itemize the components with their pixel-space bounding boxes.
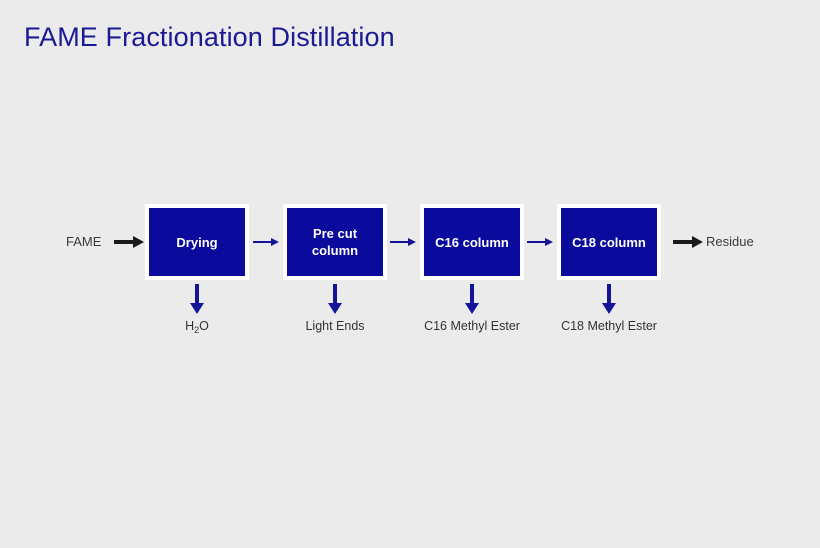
arrow-head: [271, 238, 279, 246]
page-title: FAME Fractionation Distillation: [24, 22, 395, 52]
arrow-head: [133, 236, 144, 248]
arrow-right-icon-connector-3: [527, 238, 553, 247]
arrow-shaft: [195, 284, 199, 305]
arrow-head: [545, 238, 553, 246]
process-box-label: Pre cut column: [311, 226, 359, 258]
arrow-right-icon-inlet: [114, 236, 144, 248]
product-label-light-ends: Light Ends: [305, 319, 365, 333]
arrow-shaft: [114, 240, 134, 244]
arrow-head: [692, 236, 703, 248]
arrow-shaft: [333, 284, 337, 305]
product-label-c18-methyl-ester: C18 Methyl Ester: [561, 319, 657, 333]
arrow-head: [190, 303, 204, 314]
product-label-suffix: O: [199, 319, 209, 333]
arrow-down-icon-c16-column: [465, 284, 479, 314]
arrow-head: [328, 303, 342, 314]
product-label-water: H2O: [185, 319, 209, 335]
arrow-shaft: [527, 241, 546, 243]
arrow-shaft: [470, 284, 474, 305]
arrow-down-icon-c18-column: [602, 284, 616, 314]
arrow-right-icon-connector-1: [253, 238, 279, 247]
arrow-shaft: [673, 240, 693, 244]
arrow-head: [408, 238, 416, 246]
arrow-right-icon-outlet: [673, 236, 703, 248]
outlet-label: Residue: [706, 234, 754, 249]
arrow-head: [465, 303, 479, 314]
process-box-label: Drying: [176, 234, 218, 250]
arrow-shaft: [253, 241, 272, 243]
product-label-c16-methyl-ester: C16 Methyl Ester: [424, 319, 520, 333]
arrow-right-icon-connector-2: [390, 238, 416, 247]
process-box-c18-column[interactable]: C18 column: [557, 204, 661, 280]
product-label-prefix: H: [185, 319, 195, 333]
process-box-drying[interactable]: Drying: [145, 204, 249, 280]
arrow-shaft: [607, 284, 611, 305]
process-box-label: C18 column: [572, 234, 646, 250]
product-label-subscript: 2: [194, 325, 200, 335]
arrow-down-icon-pre-cut-column: [328, 284, 342, 314]
process-box-label: C16 column: [435, 234, 509, 250]
arrow-head: [602, 303, 616, 314]
process-box-c16-column[interactable]: C16 column: [420, 204, 524, 280]
process-box-pre-cut-column[interactable]: Pre cut column: [283, 204, 387, 280]
arrow-shaft: [390, 241, 409, 243]
arrow-down-icon-drying: [190, 284, 204, 314]
inlet-label: FAME: [66, 234, 102, 249]
